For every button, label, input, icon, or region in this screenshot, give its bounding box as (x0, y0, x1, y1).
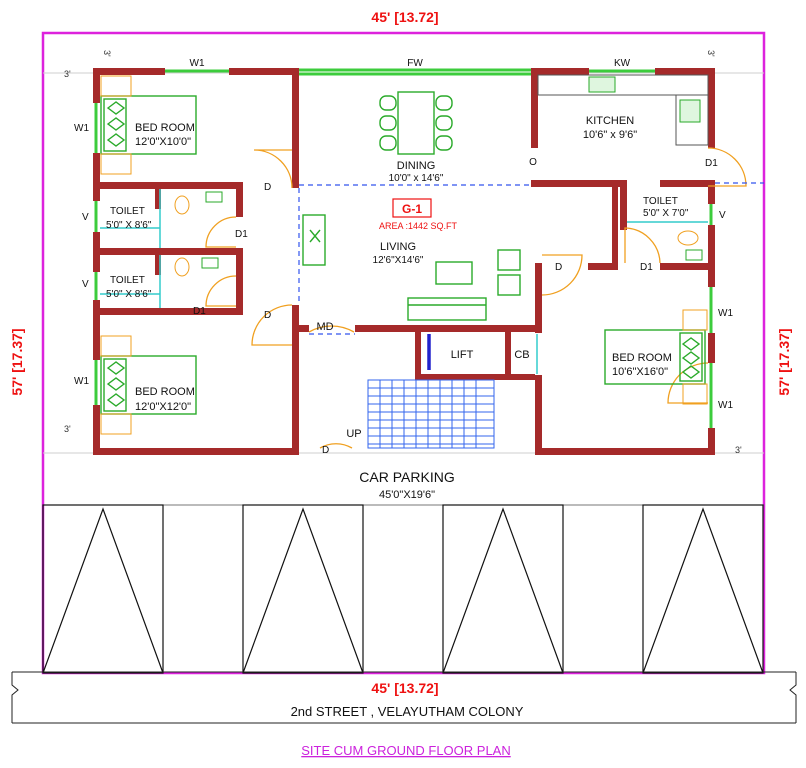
bedroom-bl-name: BED ROOM (135, 386, 195, 398)
lift-core (427, 334, 538, 374)
setback-left-top: 3' (64, 69, 71, 79)
parking-size: 45'0"X19'6" (379, 489, 435, 501)
bedroom-tl-name: BED ROOM (135, 122, 195, 134)
toilet2-size: 5'0" X 8'6" (106, 289, 152, 300)
unit-area: AREA :1442 SQ.FT (379, 221, 458, 231)
toilet1-size: 5'0" X 8'6" (106, 220, 152, 231)
d-bottom: D (322, 445, 329, 456)
toilet1-name: TOILET (110, 206, 145, 217)
v3-label: V (719, 210, 726, 221)
kitchen-counter (537, 74, 709, 146)
kitchen-size: 10'6" x 9'6" (583, 129, 637, 141)
d1-toilet1: D1 (235, 229, 248, 240)
w1-top: W1 (190, 58, 205, 69)
unit-label: G-1 (402, 202, 422, 216)
d-corridor-1: D (264, 182, 271, 193)
bedroom-r-name: BED ROOM (612, 352, 672, 364)
street-label: 2nd STREET , VELAYUTHAM COLONY (291, 704, 524, 719)
o-label: O (529, 157, 537, 168)
bedroom-tl-size: 12'0"X10'0" (135, 136, 191, 148)
dining-name: DINING (397, 160, 436, 172)
d1-toilet2: D1 (193, 306, 206, 317)
up-label: UP (346, 428, 361, 440)
toilet3-name: TOILET (643, 196, 678, 207)
top-width-label: 45' [13.72] (371, 9, 438, 25)
setback-left-bottom: 3' (64, 424, 71, 434)
living-furniture (302, 214, 521, 321)
w1-right-top: W1 (718, 308, 733, 319)
toilet-fixtures (100, 189, 708, 308)
kw-label: KW (614, 58, 631, 69)
bedroom-r-size: 10'6"X16'0" (612, 366, 668, 378)
d1-kitchen: D1 (705, 158, 718, 169)
right-depth-label: 57' [17.37] (776, 328, 792, 395)
staircase (367, 379, 495, 449)
w1-left-top: W1 (74, 123, 89, 134)
bed-right (604, 309, 708, 405)
bedroom-bl-size: 12'0"X12'0" (135, 401, 191, 413)
d1-right-toilet: D1 (640, 262, 653, 273)
cb-label: CB (514, 349, 529, 361)
v2-label: V (82, 279, 89, 290)
walls (93, 68, 715, 455)
d-corridor-2: D (264, 310, 271, 321)
setback-top-right: 3' (706, 50, 716, 57)
w1-left-bottom: W1 (74, 376, 89, 387)
dining-table (379, 91, 453, 155)
bottom-width-label: 45' [13.72] (371, 680, 438, 696)
md-label: MD (316, 321, 333, 333)
fw-label: FW (407, 58, 423, 69)
unit-label-box (392, 198, 432, 218)
d-bedright: D (555, 262, 562, 273)
kitchen-name: KITCHEN (586, 115, 634, 127)
setback-top-left: 3' (102, 50, 112, 57)
bed-top-left (100, 75, 197, 175)
parking-name: CAR PARKING (359, 469, 454, 485)
plan-title: SITE CUM GROUND FLOOR PLAN (301, 743, 510, 758)
windows (94, 68, 713, 428)
dining-size: 10'0" x 14'6" (389, 173, 444, 184)
v1-label: V (82, 212, 89, 223)
toilet2-name: TOILET (110, 275, 145, 286)
doors (205, 147, 747, 449)
setback-right-bottom: 3' (735, 445, 742, 455)
lift-label: LIFT (451, 349, 474, 361)
left-depth-label: 57' [17.37] (9, 328, 25, 395)
site-boundary (41, 31, 766, 675)
parking-bays (42, 504, 764, 674)
living-size: 12'6"X14'6" (373, 255, 424, 266)
bed-bottom-left (100, 335, 197, 435)
street (11, 671, 797, 724)
w1-right-bottom: W1 (718, 400, 733, 411)
living-name: LIVING (380, 241, 416, 253)
toilet3-size: 5'0" X 7'0" (643, 208, 689, 219)
dashed-openings (298, 182, 764, 335)
